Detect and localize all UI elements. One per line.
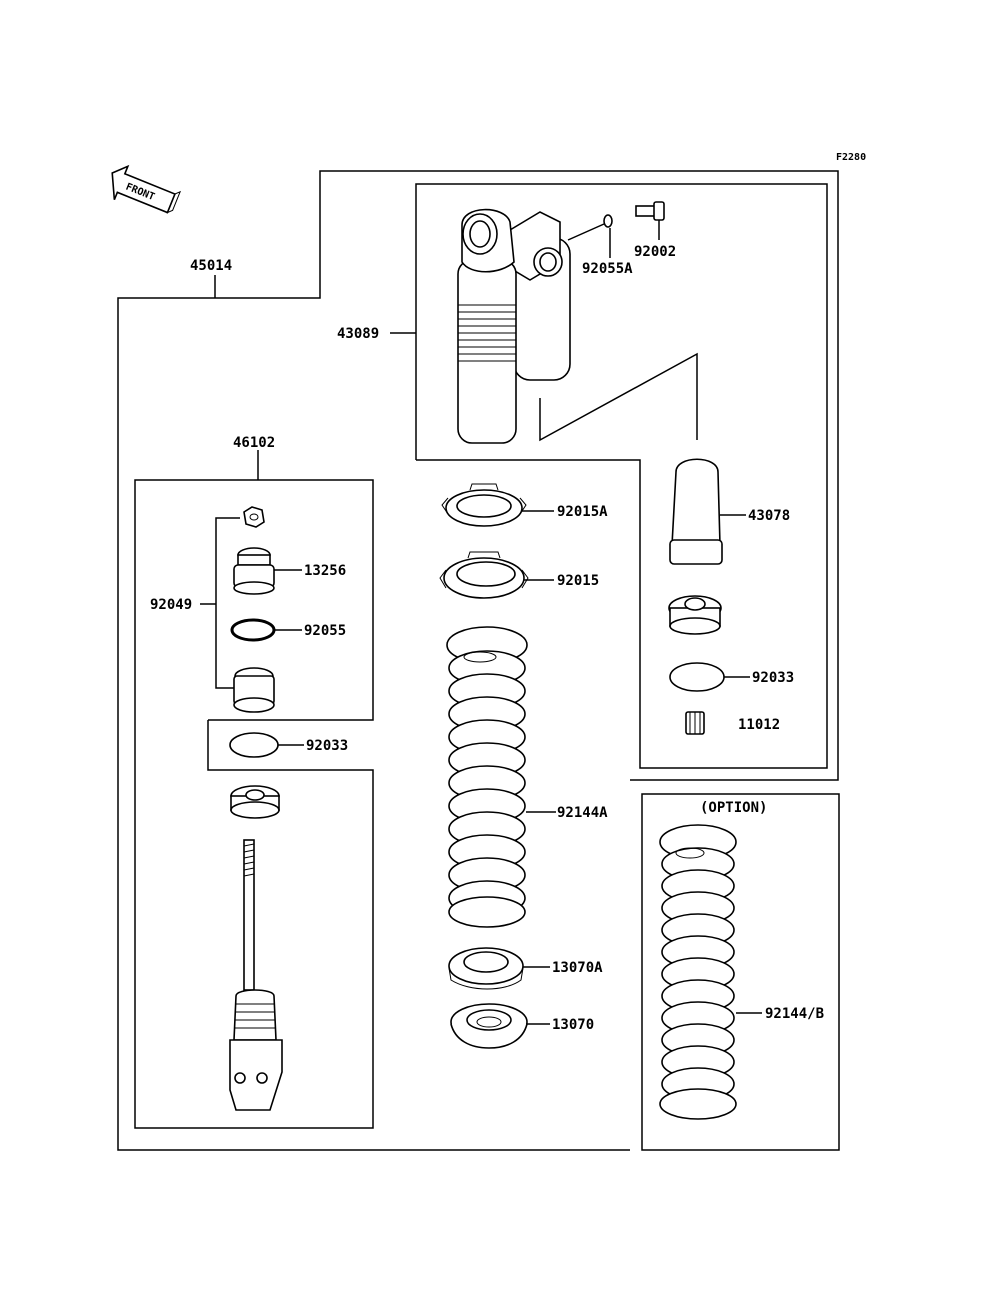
figure-code: F2280 (836, 152, 866, 163)
part-92015-label: 92015 (557, 573, 599, 589)
part-92055-label: 92055 (304, 623, 346, 639)
damper-rod (229, 839, 283, 1111)
part-46102-label: 46102 (233, 435, 275, 451)
part-92055A-oring (603, 214, 613, 228)
part-92144B-spring (659, 824, 737, 1120)
part-43078-bladder (669, 458, 723, 565)
part-92144A-label: 92144A (557, 805, 608, 821)
part-92015A-label: 92015A (557, 504, 608, 520)
part-92033-left-circlip (229, 732, 279, 758)
part-13256-label: 13256 (304, 563, 346, 579)
part-92015A-seat (441, 483, 527, 527)
shock-body-43089 (457, 208, 571, 444)
part-92002-label: 92002 (634, 244, 676, 260)
nut (243, 506, 265, 528)
part-43078-label: 43078 (748, 508, 790, 524)
part-43089-label: 43089 (337, 326, 379, 342)
part-92033-left-label: 92033 (306, 738, 348, 754)
part-13256-piston (233, 547, 275, 595)
part-92033-right-label: 92033 (752, 670, 794, 686)
part-13070-guide (450, 1003, 528, 1049)
part-92144A-spring (446, 626, 528, 928)
part-92049-label: 92049 (150, 597, 192, 613)
part-11012-valve (685, 711, 705, 735)
part-92055-oring (230, 618, 276, 642)
part-11012-label: 11012 (738, 717, 780, 733)
part-13070A-label: 13070A (552, 960, 603, 976)
reservoir-cap (668, 595, 722, 635)
assembly-45014-outline (117, 170, 839, 1151)
part-13070-label: 13070 (552, 1017, 594, 1033)
part-13070A-guide (448, 947, 524, 990)
part-92002-bolt (635, 201, 665, 221)
piston-lower (233, 667, 275, 713)
seal-head (230, 785, 280, 819)
part-92015-seat (439, 551, 529, 599)
part-92144B-label: 92144/B (765, 1006, 824, 1022)
assembly-46102-outline (134, 479, 374, 1129)
part-92033-right-circlip (669, 662, 725, 692)
assembly-43089-outline (415, 183, 828, 769)
part-92055A-label: 92055A (582, 261, 633, 277)
front-arrow-icon: FRONT (111, 164, 182, 214)
option-box (641, 793, 840, 1151)
option-label: (OPTION) (700, 800, 767, 816)
part-45014-label: 45014 (190, 258, 232, 274)
